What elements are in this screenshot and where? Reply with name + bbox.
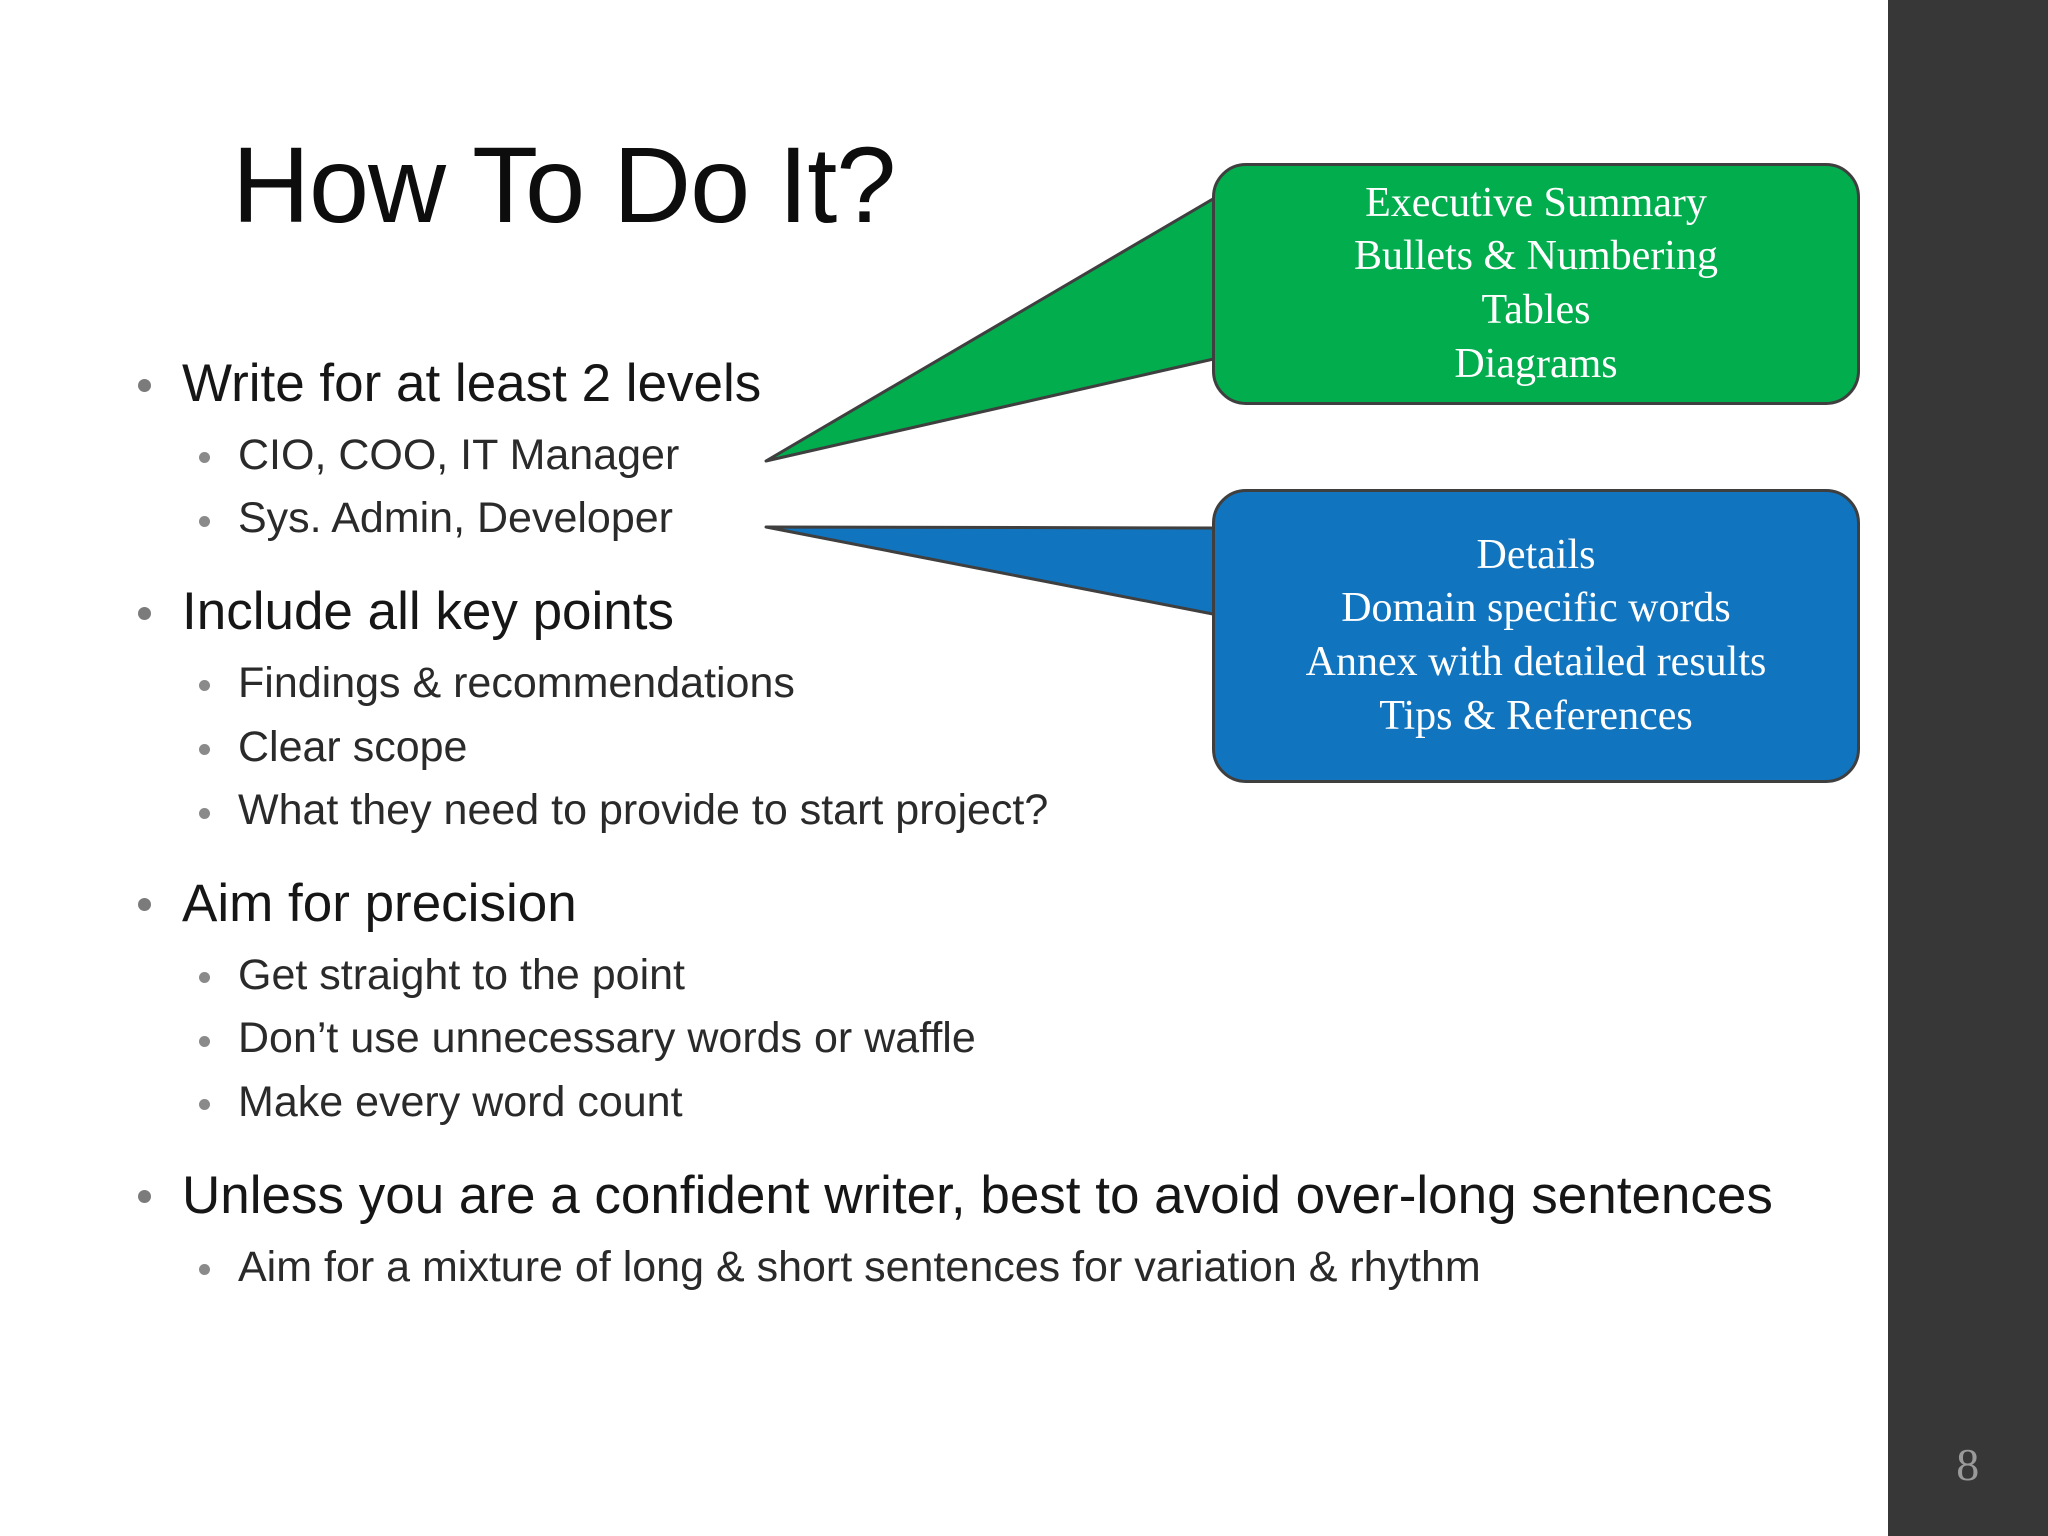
page-title: How To Do It? xyxy=(232,124,896,245)
sub-bullet-dot-icon xyxy=(199,1035,210,1047)
callout-blue: Details Domain specific words Annex with… xyxy=(1212,489,1860,783)
sub-bullet-dot-icon xyxy=(199,1099,210,1111)
bullet-list: Write for at least 2 levels CIO, COO, IT… xyxy=(130,352,1890,1302)
bullet-level2: Get straight to the point xyxy=(130,950,1890,1001)
callout-blue-line-2: Domain specific words xyxy=(1341,585,1731,632)
bullet-level2-text: CIO, COO, IT Manager xyxy=(238,430,680,479)
bullet-dot-icon xyxy=(138,606,151,620)
bullet-group-1: Write for at least 2 levels CIO, COO, IT… xyxy=(130,352,1890,544)
page-number: 8 xyxy=(1956,1439,1980,1490)
bullet-level2-text: Clear scope xyxy=(238,722,468,771)
bullet-level1-text: Unless you are a confident writer, best … xyxy=(182,1165,1773,1225)
callout-green-line-1: Executive Summary xyxy=(1365,179,1707,226)
bullet-level1-text: Include all key points xyxy=(182,582,675,642)
bullet-level2-text: Get straight to the point xyxy=(238,950,685,999)
callout-blue-line-4: Tips & References xyxy=(1379,692,1693,739)
sub-bullet-dot-icon xyxy=(199,972,210,983)
bullet-level2: Don’t use unnecessary words or waffle xyxy=(130,1013,1890,1064)
sub-bullet-dot-icon xyxy=(199,1263,210,1275)
callout-green-line-4: Diagrams xyxy=(1454,340,1618,387)
bullet-level2-text: Sys. Admin, Developer xyxy=(238,494,673,543)
sub-bullet-dot-icon xyxy=(199,452,210,464)
bullet-group-4: Unless you are a confident writer, best … xyxy=(130,1164,1890,1292)
spacer xyxy=(130,846,1890,872)
bullet-group-3: Aim for precision Get straight to the po… xyxy=(130,872,1890,1128)
callout-green-line-3: Tables xyxy=(1481,287,1591,333)
bullet-dot-icon xyxy=(138,378,151,392)
callout-green: Executive Summary Bullets & Numbering Ta… xyxy=(1212,163,1860,405)
bullet-level2-text: What they need to provide to start proje… xyxy=(238,786,1049,835)
sub-bullet-dot-icon xyxy=(199,807,210,819)
bullet-level2: Clear scope xyxy=(130,722,1890,773)
bullet-level2: Findings & recommendations xyxy=(130,658,1890,709)
sub-bullet-dot-icon xyxy=(199,743,210,755)
bullet-dot-icon xyxy=(138,1190,151,1204)
bullet-level1: Aim for precision xyxy=(130,872,1890,937)
sub-bullet-dot-icon xyxy=(199,515,210,527)
bullet-group-2: Include all key points Findings & recomm… xyxy=(130,580,1890,836)
sub-bullet-dot-icon xyxy=(199,680,210,692)
bullet-level2: Aim for a mixture of long & short senten… xyxy=(130,1242,1890,1293)
bullet-level2-text: Findings & recommendations xyxy=(238,658,795,707)
callout-blue-line-3: Annex with detailed results xyxy=(1305,639,1767,685)
bullet-dot-icon xyxy=(138,898,151,912)
spacer xyxy=(130,1138,1890,1164)
bullet-level2: What they need to provide to start proje… xyxy=(130,785,1890,836)
callout-green-line-2: Bullets & Numbering xyxy=(1354,233,1718,280)
bullet-level1-text: Aim for precision xyxy=(182,873,577,933)
bullet-level1-text: Write for at least 2 levels xyxy=(182,354,762,413)
callout-blue-line-1: Details xyxy=(1476,531,1596,578)
bullet-level2-text: Aim for a mixture of long & short senten… xyxy=(238,1242,1481,1291)
right-sidebar-bar xyxy=(1888,0,2048,1536)
bullet-level2-text: Make every word count xyxy=(238,1078,683,1127)
bullet-level2-text: Don’t use unnecessary words or waffle xyxy=(238,1014,976,1063)
bullet-level1: Write for at least 2 levels xyxy=(130,352,1890,417)
bullet-level1: Include all key points xyxy=(130,580,1890,645)
bullet-level2: Sys. Admin, Developer xyxy=(130,493,1890,544)
bullet-level1: Unless you are a confident writer, best … xyxy=(130,1164,1890,1229)
bullet-level2: CIO, COO, IT Manager xyxy=(130,430,1890,481)
bullet-level2: Make every word count xyxy=(130,1077,1890,1128)
